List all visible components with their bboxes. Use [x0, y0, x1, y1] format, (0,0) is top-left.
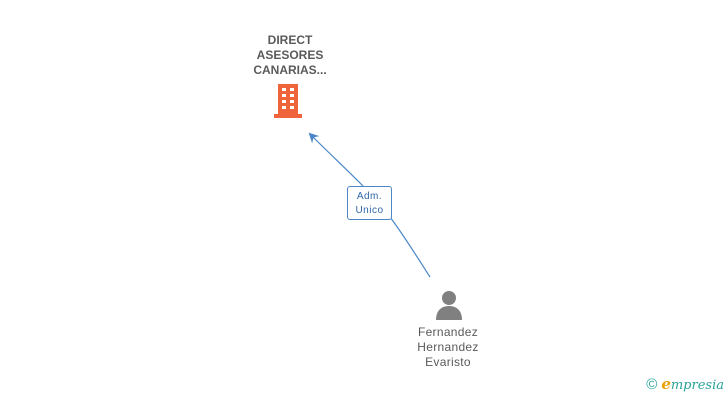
- empresia-logo: © empresia: [646, 375, 724, 395]
- copyright-icon: ©: [646, 376, 658, 393]
- person-icon[interactable]: [434, 290, 464, 320]
- person-name-line-3: Evaristo: [425, 355, 471, 369]
- company-name[interactable]: DIRECT ASESORES CANARIAS...: [230, 33, 350, 78]
- company-name-line-3: CANARIAS...: [253, 63, 327, 77]
- brand-initial: e: [661, 375, 671, 393]
- person-name[interactable]: Fernandez Hernandez Evaristo: [388, 325, 508, 370]
- company-name-line-2: ASESORES: [256, 48, 324, 62]
- brand-wordmark: empresia: [661, 375, 724, 395]
- relation-edge: [308, 132, 431, 278]
- building-icon[interactable]: [272, 84, 304, 118]
- relation-label[interactable]: Adm. Unico: [347, 186, 392, 220]
- relation-label-line-1: Adm.: [356, 191, 383, 202]
- relation-label-line-2: Unico: [355, 205, 384, 216]
- person-name-line-1: Fernandez: [417, 325, 479, 339]
- company-name-line-1: DIRECT: [267, 33, 313, 47]
- brand-word: mpresia: [670, 378, 724, 393]
- person-name-line-2: Hernandez: [417, 340, 479, 354]
